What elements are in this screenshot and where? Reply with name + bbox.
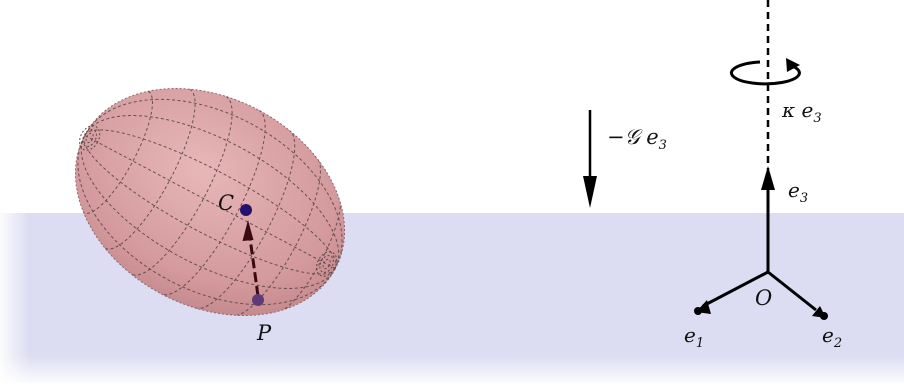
mesh-parallel-2 bbox=[104, 88, 196, 250]
label-p: P bbox=[256, 321, 272, 345]
pole-ring-2-2 bbox=[319, 255, 334, 273]
mesh-meridian-7 bbox=[77, 135, 336, 306]
mesh-parallel-5 bbox=[193, 129, 296, 310]
mesh-parallel-6 bbox=[230, 155, 321, 317]
ellipsoid-poles bbox=[79, 125, 338, 277]
plane-fade-left bbox=[0, 213, 30, 383]
rotation-arrow-icon bbox=[729, 58, 801, 86]
pole-ring-2-3 bbox=[316, 251, 338, 277]
mesh-parallel-7 bbox=[271, 190, 342, 314]
mesh-meridian-3 bbox=[84, 129, 337, 269]
pole-ring-1-3 bbox=[79, 125, 101, 151]
plane-fade-bottom bbox=[0, 355, 904, 383]
mesh-parallel-4 bbox=[160, 109, 266, 296]
mesh-parallel-3 bbox=[131, 96, 233, 276]
label-e1: e1 bbox=[684, 323, 704, 351]
pole-ring-1-1 bbox=[85, 132, 94, 144]
label-e2: e2 bbox=[822, 323, 842, 351]
contact-point bbox=[252, 294, 264, 306]
reference-frame bbox=[694, 166, 828, 320]
gravity-arrow bbox=[583, 110, 597, 208]
mesh-meridian-4 bbox=[84, 134, 336, 270]
pole-ring-2-1 bbox=[322, 258, 331, 270]
mesh-meridian-2 bbox=[84, 115, 340, 269]
label-kappa: κ e3 bbox=[781, 98, 822, 126]
label-c: C bbox=[218, 191, 234, 215]
pole-ring-1-2 bbox=[82, 129, 97, 147]
ellipsoid-body bbox=[74, 88, 346, 317]
ellipsoid-mesh bbox=[77, 88, 343, 317]
mesh-meridian-6 bbox=[80, 135, 336, 289]
arrow-p-to-c bbox=[242, 220, 260, 297]
label-gravity: −𝒢 e3 bbox=[607, 125, 667, 153]
center-of-mass-point bbox=[240, 204, 252, 216]
label-e3: e3 bbox=[788, 178, 808, 206]
mesh-meridian-1 bbox=[84, 98, 343, 269]
mesh-parallel-1 bbox=[83, 90, 153, 214]
mesh-meridian-5 bbox=[83, 135, 336, 275]
label-o: O bbox=[755, 286, 772, 310]
